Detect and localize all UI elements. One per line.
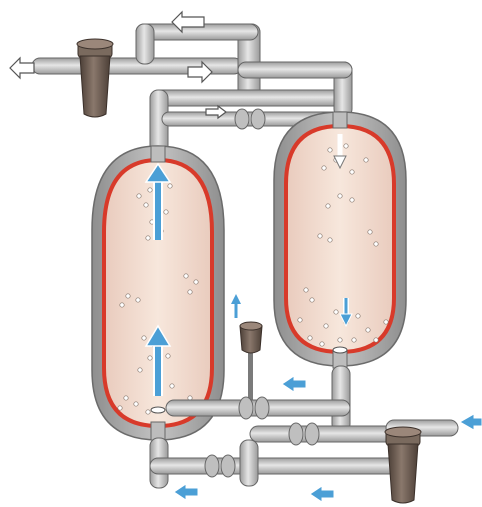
lower-right-filter-housing <box>385 427 421 503</box>
small-gauge <box>231 294 262 402</box>
upper-left-filter-housing <box>77 39 113 117</box>
